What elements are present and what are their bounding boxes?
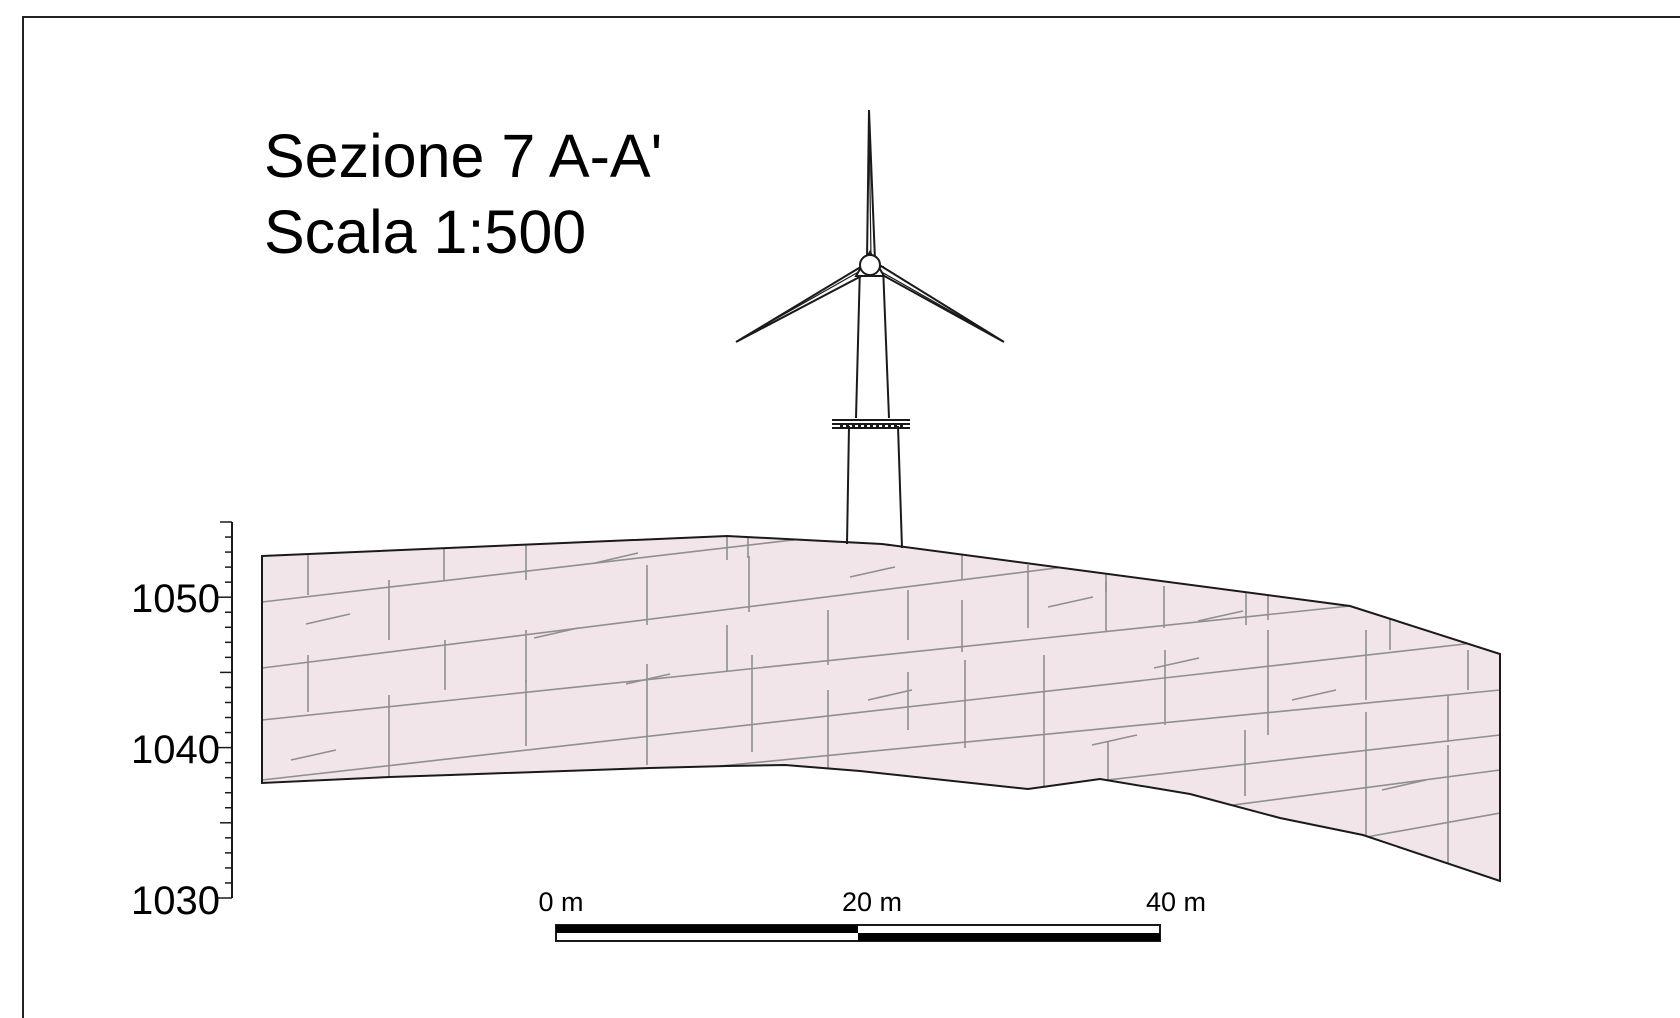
elevation-axis: [218, 521, 233, 899]
scale-label-20: 20 m: [842, 887, 902, 917]
scale-bar: 0 m 20 m 40 m: [538, 887, 1206, 942]
section-title: Sezione 7 A-A': [264, 122, 663, 190]
wind-turbine-icon: [735, 109, 1005, 549]
elevation-ticks: [218, 521, 232, 899]
drawing-frame: [22, 16, 1680, 1018]
rock-texture-dashes: [290, 552, 1427, 791]
elevation-label-1040: 1040: [131, 728, 220, 772]
rock-section: [261, 534, 1501, 883]
title-block: Sezione 7 A-A' Scala 1:500: [264, 118, 662, 270]
turbine-hub: [854, 250, 886, 277]
elevation-label-1030: 1030: [131, 879, 220, 923]
elevation-label-1050: 1050: [131, 577, 220, 621]
scale-label-40: 40 m: [1146, 887, 1206, 917]
turbine-tower: [832, 265, 910, 549]
turbine-blades: [735, 109, 1005, 343]
scale-label-0: 0 m: [538, 887, 583, 917]
scale-title: Scala 1:500: [264, 198, 587, 266]
rock-outline: [261, 534, 1501, 883]
